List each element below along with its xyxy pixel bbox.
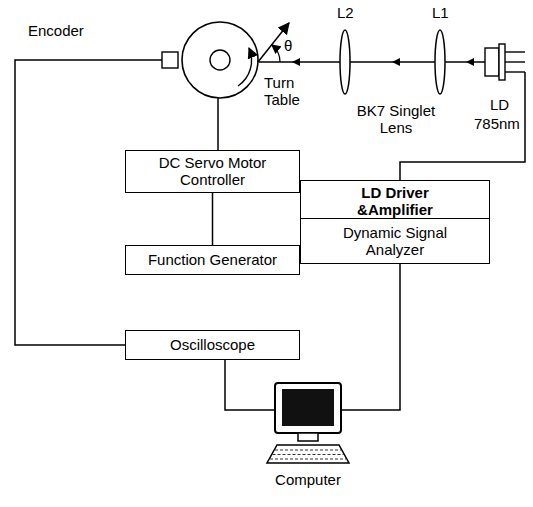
box-label: Oscilloscope (170, 336, 255, 353)
part-label: Turn Table (264, 74, 312, 109)
part-label: Encoder (28, 22, 98, 39)
diode-pin (505, 71, 525, 72)
key-row (275, 450, 341, 451)
motor-wire (217, 98, 219, 150)
lens-l1 (435, 30, 445, 94)
key-row (270, 459, 346, 460)
monitor-stand (298, 433, 318, 441)
box-label: DC Servo Motor Controller (132, 154, 293, 189)
diode-pin (505, 51, 525, 52)
encoder-wire (15, 60, 162, 345)
lens-label: L2 (337, 4, 354, 21)
signal-line (212, 193, 214, 246)
laser-diode-flange (499, 44, 505, 80)
rotation-arrow (238, 48, 252, 86)
turn-table (182, 22, 258, 98)
beam-arrowhead (392, 58, 400, 66)
computer-node: Computer (258, 378, 358, 496)
process-box: Function Generator (125, 245, 300, 275)
keyboard (267, 445, 349, 463)
lens-l2 (340, 30, 350, 94)
angle-arc (272, 45, 280, 62)
spindle (210, 50, 230, 70)
part-label: LD (490, 96, 509, 113)
signal-line (358, 264, 400, 410)
angle-symbol: θ (284, 37, 292, 54)
process-box: Dynamic Signal Analyzer (300, 218, 490, 264)
box-label: Dynamic Signal Analyzer (333, 224, 458, 259)
laser-diode (485, 48, 499, 76)
beam-arrowhead (466, 58, 474, 66)
screen (282, 389, 334, 426)
part-label: BK7 Singlet Lens (350, 102, 442, 137)
box-label: LD Driver &Amplifier (348, 184, 443, 219)
lens-label: L1 (432, 4, 449, 21)
encoder-block (162, 52, 178, 68)
node-caption: Computer (275, 471, 341, 488)
process-box: DC Servo Motor Controller (125, 150, 300, 193)
beam-arrowhead (292, 58, 300, 66)
monitor (275, 383, 341, 433)
process-box: LD Driver &Amplifier (300, 180, 490, 223)
computer-icon (263, 381, 353, 467)
wavelength-label: 785nm (474, 115, 520, 132)
box-label: Function Generator (148, 251, 277, 268)
diode-wire (400, 72, 525, 180)
diode-pin (505, 61, 525, 62)
process-box: Oscilloscope (125, 330, 300, 360)
key-row (273, 454, 344, 455)
